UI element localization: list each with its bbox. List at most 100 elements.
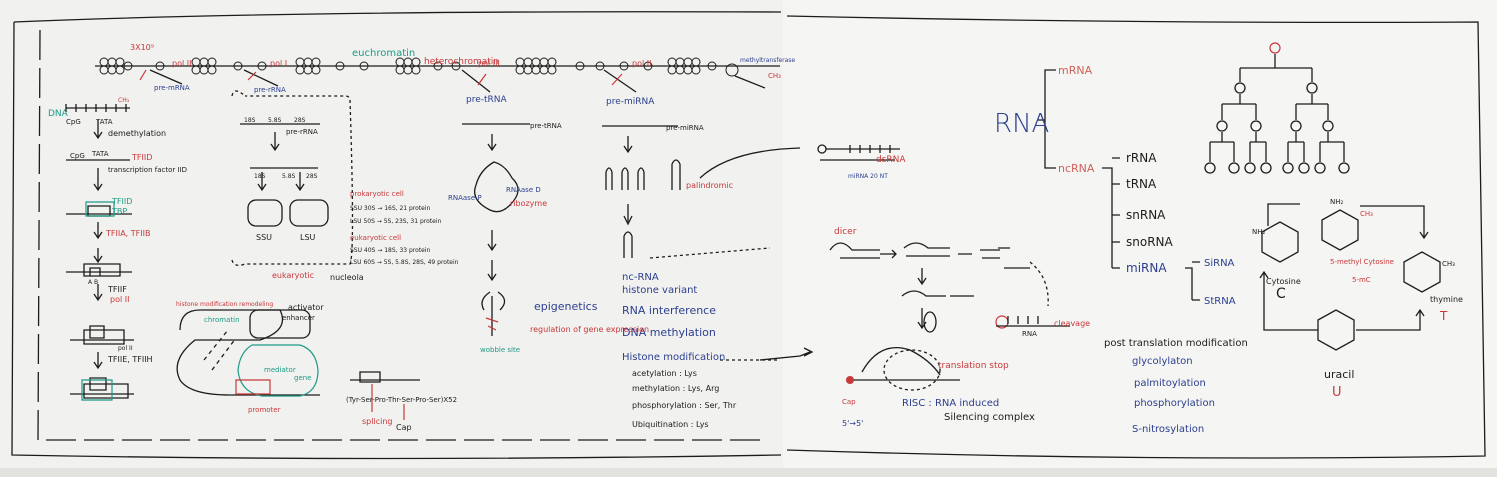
ch3-base-label: CH₃ [1360,210,1373,218]
dna-methylation-label: DNA methylation [622,326,716,339]
rrna-label: rRNA [1126,151,1157,165]
s28-label: 28S [294,117,306,124]
ptm-item-4: S-nitrosylation [1132,424,1204,435]
rna-label: RNA [994,109,1049,139]
regulation-label: regulation of gene expression [530,325,649,334]
rnai-rna-label: RNA [1022,330,1037,338]
ch3-top-label: CH₃ [768,72,781,80]
mirna-pre-label: pre-miRNA [666,124,704,132]
right-board-text: RNA mRNA ncRNA rRNA tRNA snRNA snoRNA mi… [834,64,1463,435]
ptm-item-3: phosphorylation [1134,398,1215,409]
snorna-label: snoRNA [1126,235,1174,249]
ribosome-diagram [231,90,354,266]
ch3-label: CH₃ [118,97,130,104]
histone-variant-label: histone variant [622,285,697,296]
activator-label: activator [288,303,324,312]
ribozyme-label: ribozyme [510,199,547,208]
euk-ssu-label: SSU 40S → 18S, 33 protein [350,247,431,254]
promoter-top-label: pol II [172,59,191,68]
palindromic-label: palindromic [686,181,733,190]
enhancer-label: enhancer [282,314,315,322]
histone-remod-label: histone modification remodeling [176,301,273,308]
tata2-label: TATA [91,150,109,158]
s18b-label: 18S [254,173,266,180]
tata-label: TATA [95,118,113,126]
translation-stop-label: translation stop [938,361,1009,371]
methylation-label: methylation : Lys, Arg [632,384,719,393]
pol2-label: pol II [110,295,129,304]
ptm-item-2: palmitoylation [1134,378,1206,389]
trna-diagram [462,123,530,336]
thymine-label: thymine [1430,295,1463,304]
phosphorylation-label: phosphorylation : Ser, Thr [632,401,737,410]
methyl-cyt-label: 5-methyl Cytosine [1330,258,1394,266]
left-board-text: 3X10⁹ pol II pol I euchromatin heterochr… [48,43,795,432]
mirna-diagram [602,125,801,259]
ch3b-label: CH₃ [1442,260,1455,268]
ptm-item-1: glycolylaton [1132,356,1193,367]
uracil-label: uracil [1324,368,1354,381]
prok-ssu-label: SSU 30S → 16S, 21 protein [350,205,431,212]
rnai-diagram [759,144,1070,391]
mirna-nt-label: miRNA 20 NT [848,173,888,180]
nh2-label: NH₂ [1252,228,1266,236]
count-label: 3X10⁹ [130,43,154,52]
chromatin-fiber [95,57,780,93]
bases-diagram [1259,203,1441,351]
histone-mod-label: Histone modification [622,352,725,363]
demethylation-label: demethylation [108,129,166,138]
tbp-label: TBP [111,207,127,216]
ncrna-label: ncRNA [1058,162,1095,175]
ubiquitination-label: Ubiquitination : Lys [632,420,709,429]
dna-label: DNA [48,109,69,119]
cleavage-label: cleavage [1054,319,1090,328]
cytosine-label: Cytosine [1266,277,1301,286]
rna-tree-lines [1038,69,1200,301]
direction-label: 5'→5' [842,419,863,428]
splicing-label: splicing [362,417,392,426]
transcription-diagram [65,104,134,401]
eukaryotic-label: eukaryotic [272,271,314,280]
t-label: T [1439,309,1448,323]
epigenetics-label: epigenetics [534,300,598,313]
mc-label: 5-mC [1352,276,1371,284]
pol1-label: pol I [270,59,287,68]
right-border [786,15,1486,459]
ab-label: A B [88,279,98,286]
enhancer-loop-diagram [176,309,780,420]
rnase-d-label: RNAase D [506,186,541,194]
rna-interference-label: RNA interference [622,304,716,317]
tf-note-label: transcription factor IID [108,166,187,174]
mediator-label: mediator [264,366,296,374]
pre-rrna-label: pre-rRNA [254,86,286,94]
ptm-title: post translation modification [1104,338,1248,349]
risc-label: RISC : RNA induced [902,398,999,409]
pre-trna-label: pre-tRNA [466,95,508,105]
gene-label: gene [294,374,312,382]
trna-label: tRNA [1126,177,1157,191]
tfiia-b-label: TFIIA, TFIIB [105,229,150,238]
wobble-label: wobble site [480,346,520,354]
heterochromatin-label: heterochromatin [424,57,499,67]
s18-label: 18S [244,117,256,124]
left-board [0,0,783,477]
trna-pre-label: pre-tRNA [530,122,562,130]
strna-label: StRNA [1204,296,1236,307]
s28b-label: 28S [306,173,318,180]
nc-rna-label: nc-RNA [622,272,659,283]
prok-lsu-label: LSU 50S → 5S, 23S, 31 protein [350,218,442,225]
pol2b-label: pol II [632,59,651,68]
lsu-label: LSU [300,233,316,242]
tfiif-label: TFIIF [107,285,127,294]
u-label: U [1332,385,1342,400]
risc2-label: Silencing complex [944,412,1035,423]
c-label: C [1276,286,1286,302]
euchromatin-label: euchromatin [352,48,415,59]
polii-label: pol II [118,345,133,352]
euk-lsu-label: LSU 60S → 5S, 5.8S, 28S, 49 protein [350,259,459,266]
euk-title-label: eukaryotic cell [350,234,401,242]
promoter-label: promoter [248,406,281,414]
right-board [783,0,1497,477]
tfiid2-label: TFIID [111,197,132,206]
s58b-label: 5.8S [282,173,296,180]
